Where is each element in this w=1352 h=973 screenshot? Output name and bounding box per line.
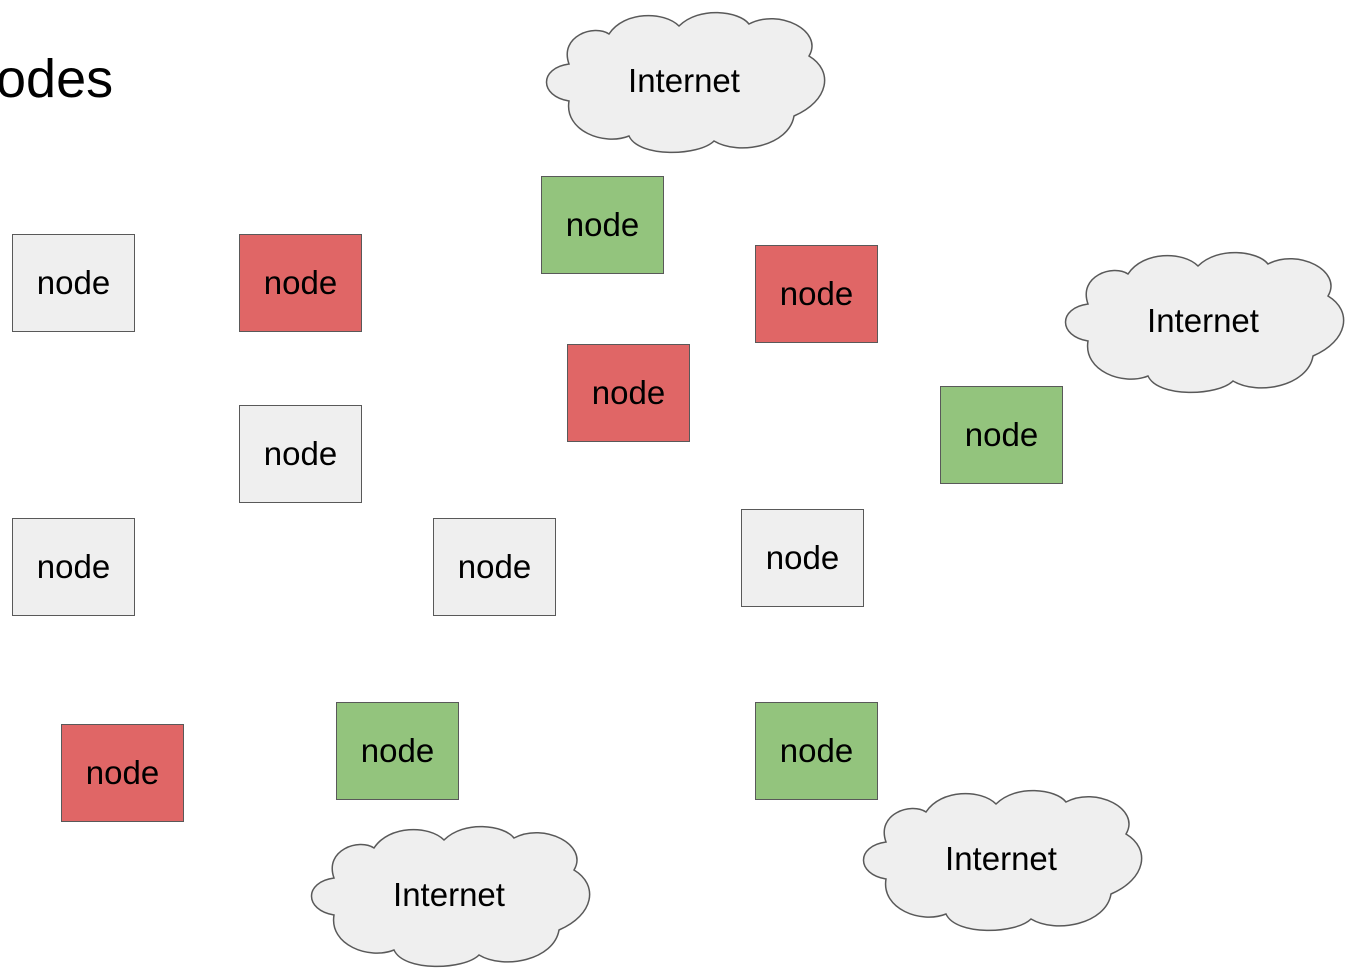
cloud-label: Internet xyxy=(393,876,505,913)
cloud-icon xyxy=(545,11,826,154)
cloud-label: Internet xyxy=(1147,302,1259,339)
cloud-label: Internet xyxy=(628,62,740,99)
internet-cloud: Internet xyxy=(1058,246,1348,396)
internet-cloud: Internet xyxy=(539,6,829,156)
internet-cloud: Internet xyxy=(304,820,594,970)
node-box: node xyxy=(755,245,878,343)
slide-title: odes xyxy=(0,49,114,109)
node-box: node xyxy=(940,386,1063,484)
node-box: node xyxy=(239,234,362,332)
node-box: node xyxy=(755,702,878,800)
node-box: node xyxy=(567,344,690,442)
node-box: node xyxy=(741,509,864,607)
cloud-icon xyxy=(1064,251,1345,394)
node-box: node xyxy=(239,405,362,503)
internet-cloud: Internet xyxy=(856,784,1146,934)
cloud-icon xyxy=(862,789,1143,932)
cloud-label: Internet xyxy=(945,840,1057,877)
node-box: node xyxy=(433,518,556,616)
node-box: node xyxy=(12,518,135,616)
node-box: node xyxy=(61,724,184,822)
node-box: node xyxy=(12,234,135,332)
node-box: node xyxy=(336,702,459,800)
node-box: node xyxy=(541,176,664,274)
cloud-icon xyxy=(310,825,591,968)
